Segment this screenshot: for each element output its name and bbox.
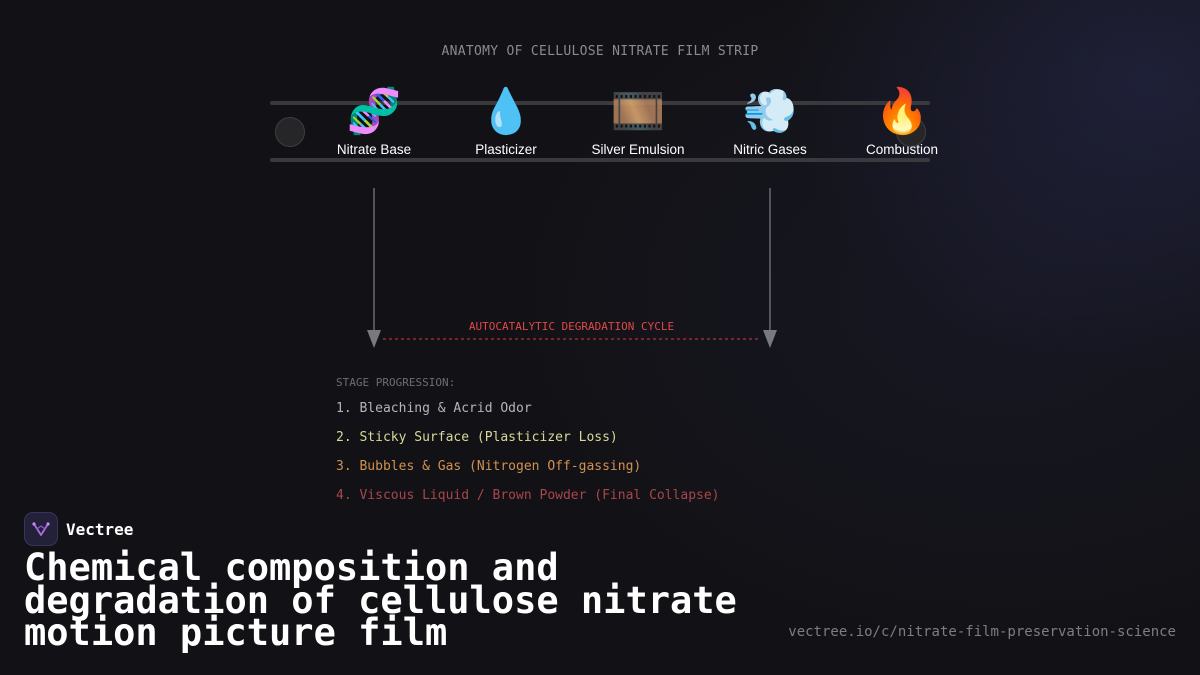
stage-item-1: 1. Bleaching & Acrid Odor (336, 401, 532, 416)
component-label: Silver Emulsion (591, 142, 685, 157)
sprocket-hole-left (275, 117, 305, 147)
component-silver-emulsion: 🎞️ Silver Emulsion (563, 86, 713, 157)
cycle-label: AUTOCATALYTIC DEGRADATION CYCLE (468, 320, 675, 333)
component-nitrate-base: 🧬 Nitrate Base (299, 86, 449, 157)
brand: Vectree (24, 512, 133, 546)
sprocket-hole-right (896, 117, 926, 147)
diagram-title: ANATOMY OF CELLULOSE NITRATE FILM STRIP (441, 44, 759, 59)
brand-name: Vectree (66, 519, 134, 539)
stage-item-3: 3. Bubbles & Gas (Nitrogen Off-gassing) (336, 459, 642, 474)
component-combustion: 🔥 Combustion (827, 86, 977, 157)
component-label: Nitric Gases (733, 142, 807, 157)
stages-heading: STAGE PROGRESSION: (336, 376, 456, 389)
component-label: Nitrate Base (336, 142, 412, 157)
arrowhead-left (367, 330, 381, 348)
film-strip-top-edge (270, 101, 930, 105)
component-nitric-gases: 💨 Nitric Gases (695, 86, 845, 157)
vectree-logo-icon (24, 512, 58, 546)
stage-item-2: 2. Sticky Surface (Plasticizer Loss) (336, 430, 618, 445)
component-label: Combustion (865, 142, 939, 157)
fire-icon: 🔥 (874, 86, 930, 137)
headline: Chemical composition and degradation of … (24, 546, 737, 654)
film-strip-bottom-edge (270, 158, 930, 162)
component-plasticizer: 💧 Plasticizer (431, 86, 581, 157)
stage-progression: STAGE PROGRESSION: 1. Bleaching & Acrid … (336, 376, 720, 517)
arrowhead-right (763, 330, 777, 348)
component-label: Plasticizer (475, 142, 537, 157)
film-frames-icon: 🎞️ (610, 86, 666, 137)
stage-item-4: 4. Viscous Liquid / Brown Powder (Final … (336, 488, 720, 503)
dashing-wind-icon: 💨 (742, 86, 798, 137)
dna-icon: 🧬 (346, 86, 402, 137)
droplet-icon: 💧 (478, 86, 534, 137)
source-url: vectree.io/c/nitrate-film-preservation-s… (788, 624, 1176, 640)
